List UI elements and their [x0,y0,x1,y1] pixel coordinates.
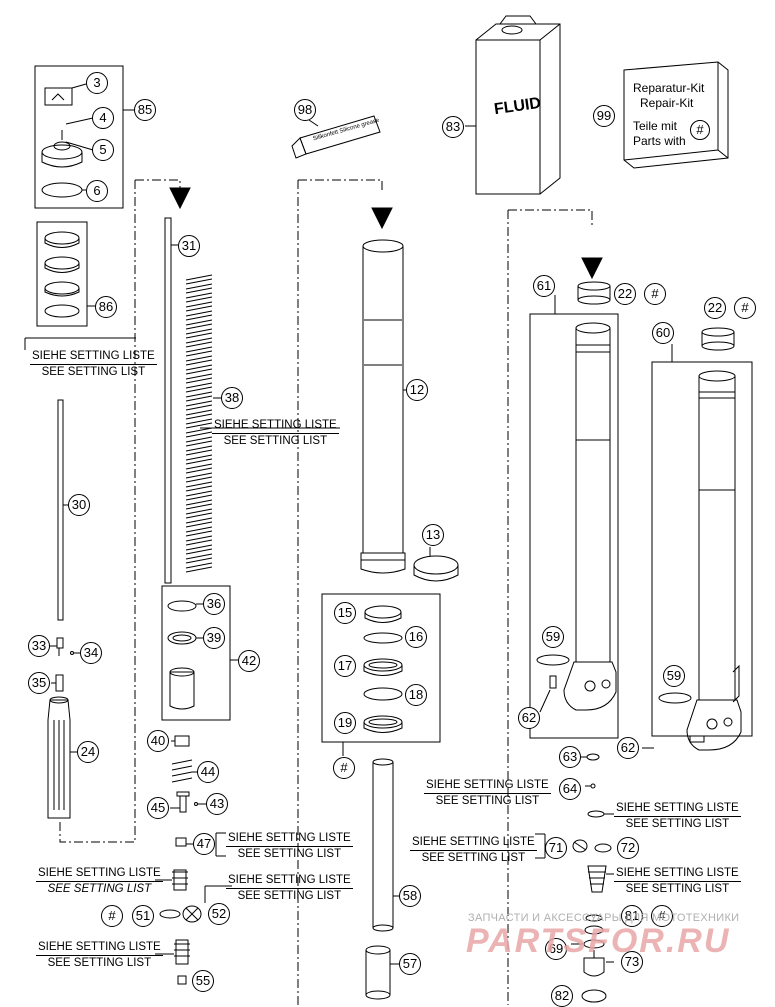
hash-marker: # [333,757,355,779]
part-number-60[interactable]: 60 [652,322,674,344]
repair-kit-line-4: Parts with [633,134,686,148]
part-number-72[interactable]: 72 [617,837,639,859]
part-number-15[interactable]: 15 [334,602,356,624]
part-number-71[interactable]: 71 [545,837,567,859]
part-number-81[interactable]: 81 [621,905,643,927]
part-number-58[interactable]: 58 [399,885,421,907]
part-number-40[interactable]: 40 [147,730,169,752]
arrow-head-icon [169,187,191,210]
part-number-45[interactable]: 45 [147,797,169,819]
part-number-22-left[interactable]: 22 [614,283,636,305]
part-number-42[interactable]: 42 [238,650,260,672]
part-number-31[interactable]: 31 [178,235,200,257]
grease-tube-icon [291,115,381,159]
part-number-17[interactable]: 17 [334,655,356,677]
part-number-83[interactable]: 83 [442,116,464,138]
part-number-63[interactable]: 63 [559,746,581,768]
arrow-head-icon [581,257,603,280]
part-number-19[interactable]: 19 [334,712,356,734]
part-number-59-right[interactable]: 59 [663,665,685,687]
part-number-6[interactable]: 6 [86,180,108,202]
repair-kit-line-3: Teile mit [633,119,678,133]
part-number-85[interactable]: 85 [134,99,156,121]
guide-lines [59,179,593,1005]
part-number-69[interactable]: 69 [545,938,567,960]
hash-marker: # [651,905,673,927]
part-number-36[interactable]: 36 [203,593,225,615]
part-number-99[interactable]: 99 [593,105,615,127]
hash-marker: # [644,283,666,305]
repair-kit-line-2: Repair-Kit [640,96,694,110]
fluid-can-icon [475,15,561,195]
inner-fork-tube-right-icon [686,370,742,751]
part-number-73[interactable]: 73 [621,951,643,973]
hash-marker: # [690,120,710,140]
part-number-51[interactable]: 51 [132,905,154,927]
watermark-caption: ЗАПЧАСТИ И АКСЕССУАРЫ ДЛЯ МОТОТЕХНИКИ [468,912,740,924]
part-number-16[interactable]: 16 [405,626,427,648]
part-number-30[interactable]: 30 [68,494,90,516]
shim-stack-icon [44,231,80,318]
part-number-52[interactable]: 52 [208,903,230,925]
part-number-64[interactable]: 64 [559,778,581,800]
repair-kit-line-1: Reparatur-Kit [633,81,705,95]
part-number-61[interactable]: 61 [533,275,555,297]
part-number-5[interactable]: 5 [92,139,114,161]
part-number-38[interactable]: 38 [221,387,243,409]
part-number-24[interactable]: 24 [77,741,99,763]
part-number-55[interactable]: 55 [192,970,214,992]
inner-fork-tube-left-icon [563,322,617,711]
part-number-82[interactable]: 82 [551,985,573,1007]
part-number-12[interactable]: 12 [406,379,428,401]
part-number-86[interactable]: 86 [95,296,117,318]
hash-marker: # [734,297,756,319]
part-number-57[interactable]: 57 [399,953,421,975]
part-number-62-left[interactable]: 62 [518,707,540,729]
part-number-62-right[interactable]: 62 [617,737,639,759]
part-number-18[interactable]: 18 [405,684,427,706]
part-number-35[interactable]: 35 [28,672,50,694]
arrow-head-icon [371,207,393,230]
part-number-47[interactable]: 47 [193,833,215,855]
watermark-logo: PARTSFOR.RU [466,922,731,960]
part-number-43[interactable]: 43 [206,793,228,815]
part-number-3[interactable]: 3 [86,72,108,94]
part-number-4[interactable]: 4 [92,107,114,129]
part-number-59-left[interactable]: 59 [542,626,564,648]
part-number-34[interactable]: 34 [80,642,102,664]
fork-spring-icon [185,274,213,573]
part-number-98[interactable]: 98 [294,99,316,121]
part-number-33[interactable]: 33 [28,635,50,657]
outer-fork-tube-icon [360,239,406,574]
part-number-39[interactable]: 39 [203,627,225,649]
hash-marker: # [101,905,123,927]
part-number-13[interactable]: 13 [422,524,444,546]
part-number-44[interactable]: 44 [197,761,219,783]
part-number-22-right[interactable]: 22 [704,297,726,319]
